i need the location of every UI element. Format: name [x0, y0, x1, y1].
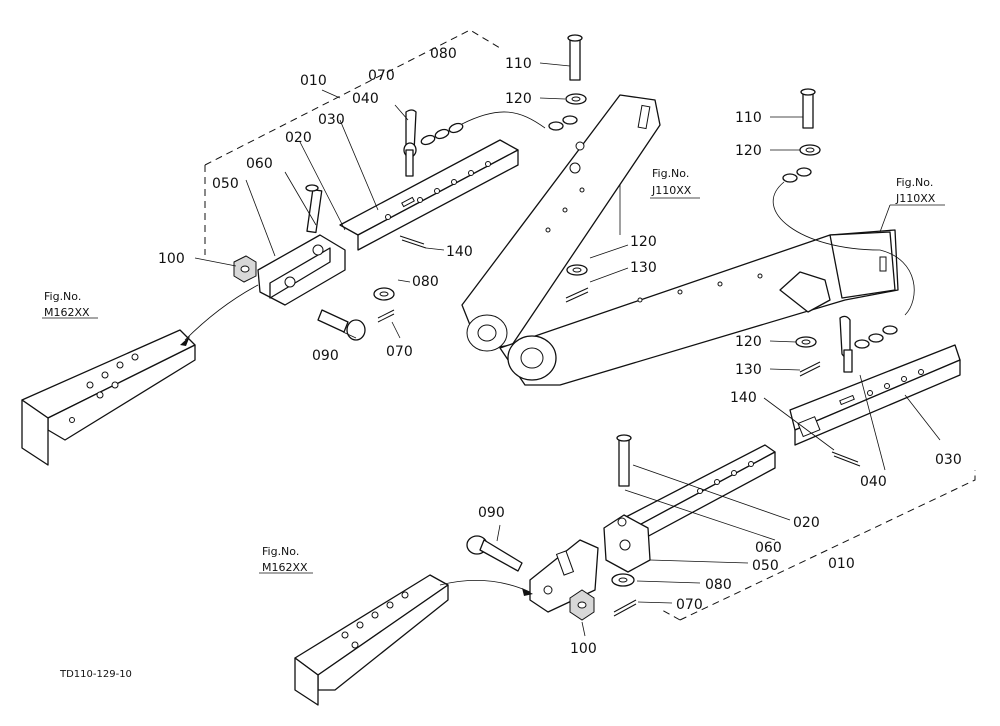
callout-010: 010: [828, 556, 855, 572]
lower-bracket-m162: [294, 574, 449, 706]
upper-chain: [420, 111, 546, 146]
callout-030: 030: [318, 112, 345, 128]
callout-070: 070: [676, 597, 703, 613]
lower-callouts: 020 060 010 050 080 070 090 100: [478, 505, 855, 657]
right-lock-pin-040: [839, 315, 898, 373]
callout-140: 140: [730, 390, 757, 406]
callout-080: 080: [412, 274, 439, 290]
callout-080: 080: [705, 577, 732, 593]
fig-ref-j110-right: Fig.No. J110XX: [895, 176, 936, 205]
callout-070: 070: [386, 344, 413, 360]
upper-bracket-m162: [21, 329, 196, 466]
lower-pin-060: [616, 434, 632, 487]
svg-text:M162XX: M162XX: [44, 306, 90, 319]
upper-cotter-070: [377, 309, 395, 323]
callout-110: 110: [735, 110, 762, 126]
right-cotter-140: [831, 451, 861, 467]
svg-text:M162XX: M162XX: [262, 561, 308, 574]
callout-120: 120: [505, 91, 532, 107]
callout-120: 120: [630, 234, 657, 250]
callout-030: 030: [935, 452, 962, 468]
lower-assembly-boundary: [661, 470, 976, 621]
upper-clevis: [257, 234, 346, 306]
callout-040: 040: [860, 474, 887, 490]
fig-ref-j110-center: Fig.No. J110XX: [651, 167, 692, 197]
lower-bolt-090: [466, 535, 523, 572]
upper-cotter-140: [399, 235, 427, 249]
callout-020: 020: [285, 130, 312, 146]
right-washer-120-low: [795, 336, 817, 348]
callout-090: 090: [478, 505, 505, 521]
leader-lines: [42, 62, 945, 637]
callout-060: 060: [246, 156, 273, 172]
pointer-lines: [180, 284, 533, 596]
lower-cotter-070: [613, 599, 637, 617]
upper-assembly-boundary: [204, 29, 501, 255]
callout-050: 050: [752, 558, 779, 574]
lower-washer-080: [611, 573, 635, 587]
callout-040: 040: [352, 91, 379, 107]
center-washer-120-mid: [566, 264, 588, 276]
right-pin-110: [800, 88, 816, 129]
top-link-frame: [461, 94, 899, 386]
fig-ref-m162-lower: Fig.No. M162XX: [262, 545, 308, 574]
callout-070: 070: [368, 68, 395, 84]
lower-nut-100: [569, 589, 595, 621]
upper-check-link-bar: [339, 139, 519, 251]
center-chain: [548, 115, 578, 131]
callout-110: 110: [505, 56, 532, 72]
right-washer-120-top: [799, 144, 821, 156]
callout-120: 120: [735, 143, 762, 159]
callout-130: 130: [735, 362, 762, 378]
callout-010: 010: [300, 73, 327, 89]
svg-text:Fig.No.: Fig.No.: [44, 290, 81, 303]
upper-lock-pin-040: [403, 109, 417, 177]
svg-text:Fig.No.: Fig.No.: [652, 167, 689, 180]
fig-ref-m162-upper: Fig.No. M162XX: [44, 290, 90, 319]
right-callouts: 110 120 120 130 140 030 040: [730, 110, 962, 490]
callout-080: 080: [430, 46, 457, 62]
upper-pin-060: [305, 184, 323, 234]
center-pin-110: [567, 34, 583, 81]
upper-callouts: 080 070 010 040 030 020 060 050 100 140 …: [158, 46, 473, 364]
upper-washer-080: [373, 287, 395, 301]
svg-text:Fig.No.: Fig.No.: [262, 545, 299, 558]
center-washer-120-top: [565, 93, 587, 105]
center-cotter-130: [565, 287, 589, 303]
svg-text:Fig.No.: Fig.No.: [896, 176, 933, 189]
callout-100: 100: [158, 251, 185, 267]
callout-120: 120: [735, 334, 762, 350]
center-callouts: 110 120 120 130: [505, 56, 657, 276]
right-check-link-bar: [789, 344, 961, 446]
right-cotter-130: [799, 361, 821, 377]
upper-bolt-090: [317, 309, 366, 341]
svg-text:J110XX: J110XX: [651, 184, 692, 197]
svg-text:J110XX: J110XX: [895, 192, 936, 205]
right-chain: [772, 167, 915, 316]
diagram-code: TD110-129-10: [59, 669, 132, 680]
callout-130: 130: [630, 260, 657, 276]
callout-100: 100: [570, 641, 597, 657]
callout-050: 050: [212, 176, 239, 192]
callout-060: 060: [755, 540, 782, 556]
callout-020: 020: [793, 515, 820, 531]
upper-nut-100: [233, 255, 257, 283]
callout-140: 140: [446, 244, 473, 260]
callout-090: 090: [312, 348, 339, 364]
